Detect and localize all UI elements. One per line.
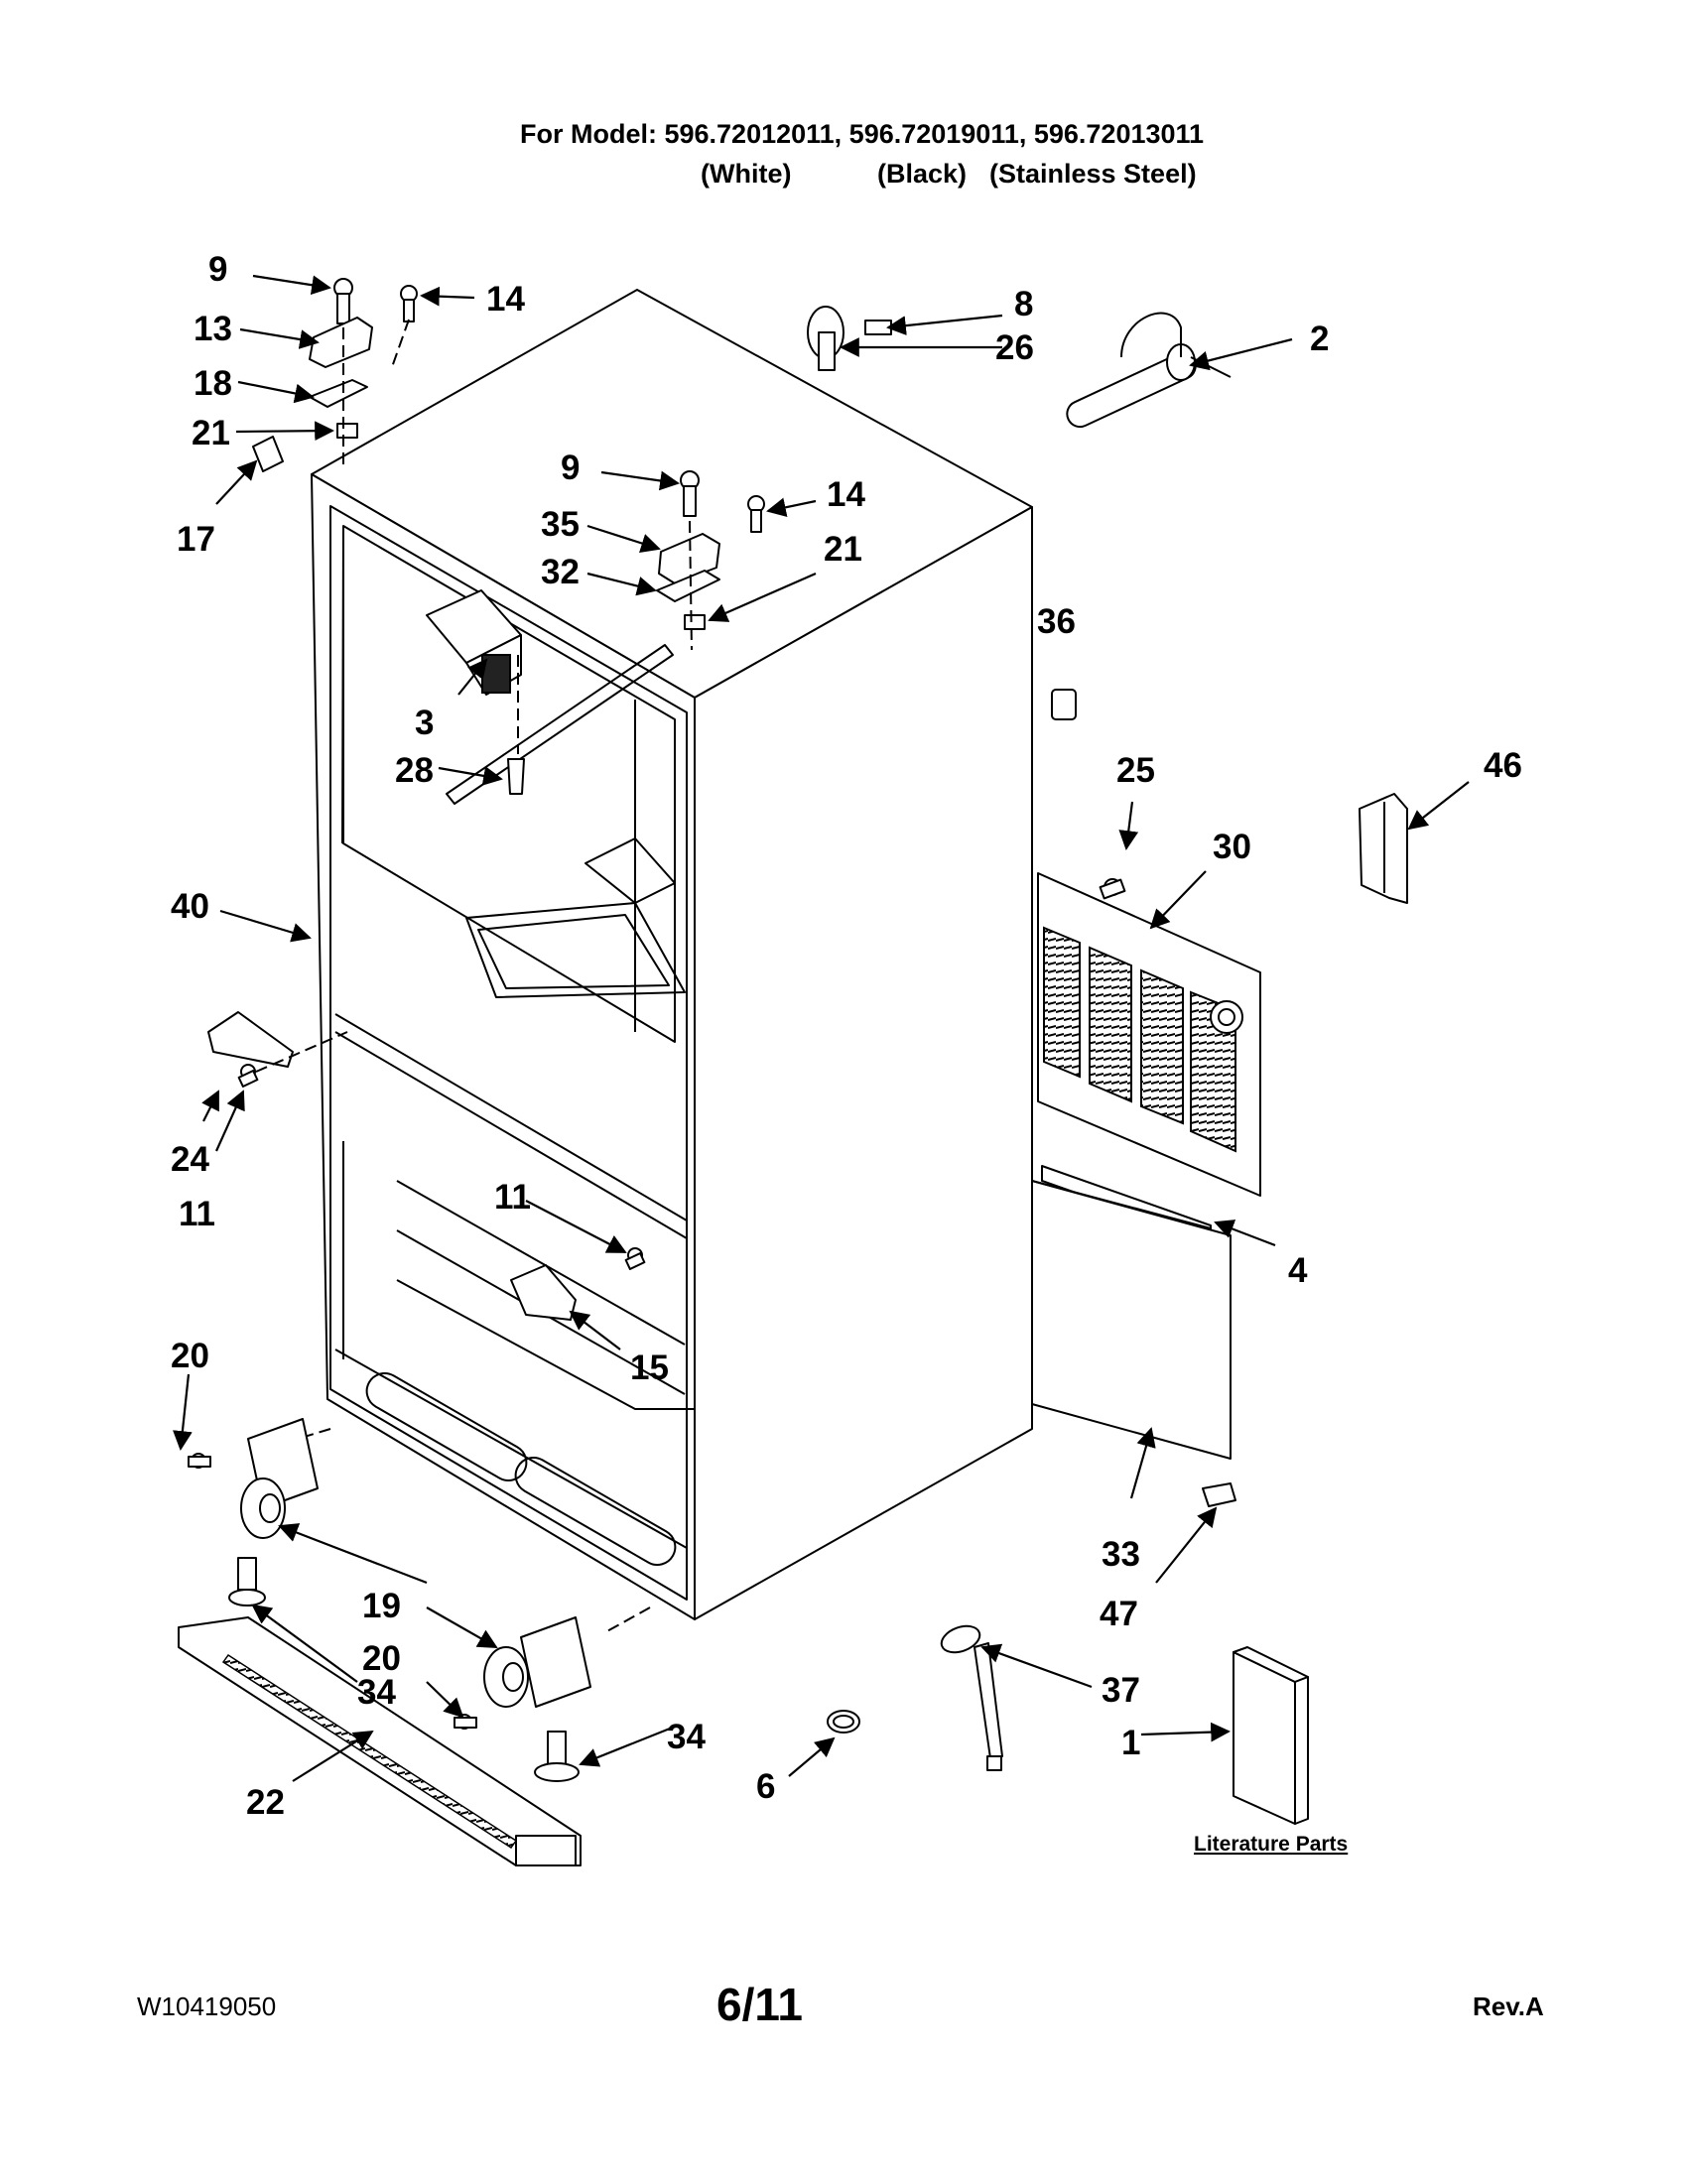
- roller-bracket-26: [807, 306, 892, 371]
- callout-labels: 9 14 13 18 21 17 8 26 2 9 35 14 32 21 36…: [171, 250, 1522, 1856]
- variant-stainless-steel: (Stainless Steel): [989, 159, 1197, 189]
- callout-28: 28: [395, 751, 434, 790]
- callout-32: 32: [541, 553, 580, 591]
- right-leg-34: [534, 1731, 580, 1782]
- document-number: W10419050: [137, 1991, 277, 2021]
- callout-3: 3: [415, 704, 434, 742]
- callout-4: 4: [1288, 1251, 1308, 1290]
- callout-20-left: 20: [171, 1337, 209, 1375]
- callout-17: 17: [177, 520, 215, 559]
- callout-35: 35: [541, 505, 580, 544]
- callout-9-top-left: 9: [208, 250, 227, 289]
- callout-11-left: 11: [179, 1195, 215, 1233]
- trim-46: [1359, 793, 1408, 904]
- callout-30: 30: [1213, 828, 1251, 866]
- callout-1: 1: [1121, 1724, 1140, 1762]
- leader-arrows: [173, 274, 1470, 1782]
- callout-2: 2: [1310, 320, 1329, 358]
- literature-booklet-1: [1233, 1646, 1309, 1825]
- toe-grille-22: [178, 1616, 582, 1866]
- base-panel-33: [1031, 1180, 1232, 1460]
- tool-37: [940, 1624, 1003, 1771]
- callout-34-left: 34: [357, 1673, 396, 1712]
- callout-6: 6: [756, 1767, 775, 1806]
- lower-hinge-15: [510, 1247, 646, 1321]
- left-leg-34: [228, 1557, 266, 1606]
- callout-8: 8: [1014, 285, 1033, 323]
- left-roller-19: [188, 1418, 319, 1539]
- grille-panel-30: [1037, 872, 1261, 1197]
- callout-13: 13: [194, 310, 232, 348]
- right-roller-19: [454, 1616, 591, 1730]
- callout-15: 15: [630, 1349, 669, 1387]
- clip-47: [1202, 1482, 1236, 1507]
- ring-6: [827, 1710, 860, 1734]
- callout-18: 18: [194, 364, 232, 403]
- callout-19: 19: [362, 1587, 401, 1625]
- literature-parts-label: Literature Parts: [1194, 1833, 1348, 1856]
- callout-20-bottom: 20: [362, 1639, 401, 1678]
- callout-34-right: 34: [667, 1718, 706, 1756]
- callout-26: 26: [995, 328, 1034, 367]
- variant-white: (White): [701, 159, 792, 189]
- page-number: 6/11: [716, 1979, 803, 2030]
- callout-14-top-left: 14: [486, 280, 525, 319]
- revision-label: Rev.A: [1473, 1991, 1544, 2021]
- callout-36: 36: [1037, 602, 1076, 641]
- cabinet-drawing: [297, 289, 1033, 1633]
- clip-36: [1051, 689, 1077, 720]
- callout-14-top-center: 14: [827, 475, 865, 514]
- top-left-hinge-parts: [252, 278, 418, 472]
- model-list: For Model: 596.72012011, 596.72019011, 5…: [520, 119, 1205, 149]
- top-center-hinge-parts: [656, 470, 765, 651]
- callout-24: 24: [171, 1140, 209, 1179]
- callout-33: 33: [1102, 1535, 1140, 1574]
- callout-11-center: 11: [494, 1178, 531, 1217]
- callout-25: 25: [1116, 751, 1155, 790]
- water-tube-2: [1066, 312, 1232, 429]
- callout-37: 37: [1102, 1671, 1140, 1710]
- variant-black: (Black): [877, 159, 968, 189]
- callout-46: 46: [1484, 746, 1522, 785]
- callout-22: 22: [246, 1783, 285, 1822]
- callout-40: 40: [171, 887, 209, 926]
- callout-21-top-center: 21: [824, 530, 862, 569]
- callout-9-top-center: 9: [561, 449, 580, 487]
- callout-47: 47: [1100, 1595, 1138, 1633]
- middle-hinge-24: [207, 1011, 348, 1088]
- callout-21-top-left: 21: [192, 414, 230, 452]
